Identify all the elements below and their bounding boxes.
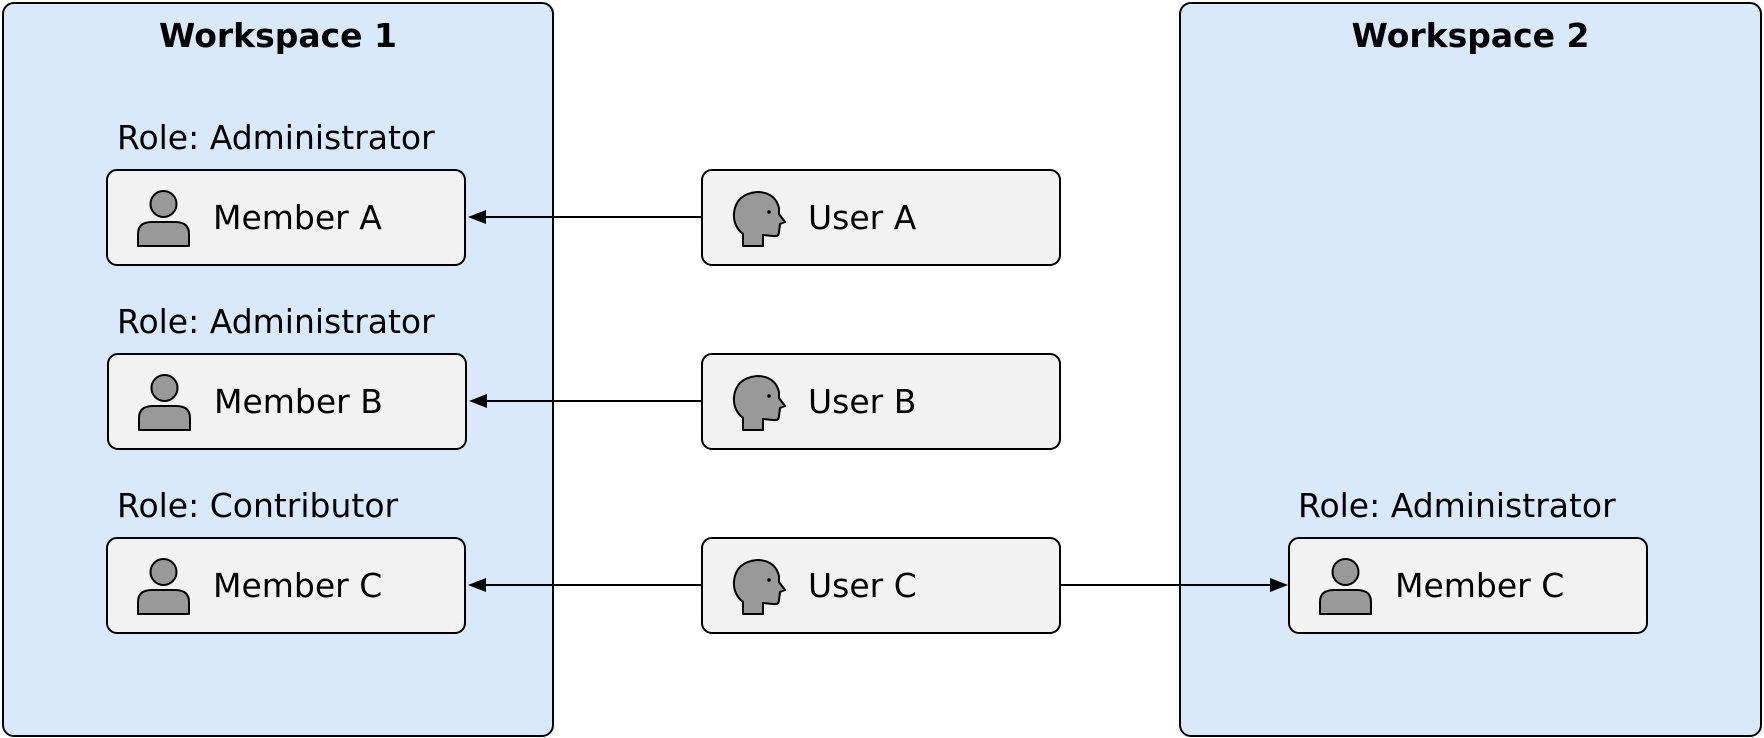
- user-c-label: User C: [808, 566, 917, 605]
- ws1-member-a-label: Member A: [213, 198, 382, 237]
- ws1-role-label-1: Role: Administrator: [117, 118, 435, 157]
- person-icon: [1319, 558, 1372, 615]
- ws1-role-label-2: Role: Administrator: [117, 302, 435, 341]
- user-a-label: User A: [808, 198, 917, 237]
- workspace-2-title: Workspace 2: [1351, 16, 1590, 55]
- head-profile-icon: [732, 191, 786, 247]
- ws1-member-b-node[interactable]: Member B: [107, 353, 467, 450]
- ws2-member-c-node[interactable]: Member C: [1288, 537, 1648, 634]
- user-a-node[interactable]: User A: [701, 169, 1061, 266]
- head-profile-icon: [732, 559, 786, 615]
- ws1-role-label-3: Role: Contributor: [117, 486, 399, 525]
- ws1-member-b-label: Member B: [214, 382, 383, 421]
- head-profile-icon: [732, 375, 786, 431]
- person-icon: [137, 190, 190, 247]
- user-c-node[interactable]: User C: [701, 537, 1061, 634]
- user-b-node[interactable]: User B: [701, 353, 1061, 450]
- ws2-role-label-1: Role: Administrator: [1298, 486, 1616, 525]
- person-icon: [137, 558, 190, 615]
- ws2-member-c-label: Member C: [1395, 566, 1565, 605]
- ws1-member-c-node[interactable]: Member C: [106, 537, 466, 634]
- person-icon: [138, 374, 191, 431]
- ws1-member-a-node[interactable]: Member A: [106, 169, 466, 266]
- user-b-label: User B: [808, 382, 917, 421]
- workspace-1-title: Workspace 1: [158, 16, 398, 55]
- ws1-member-c-label: Member C: [213, 566, 383, 605]
